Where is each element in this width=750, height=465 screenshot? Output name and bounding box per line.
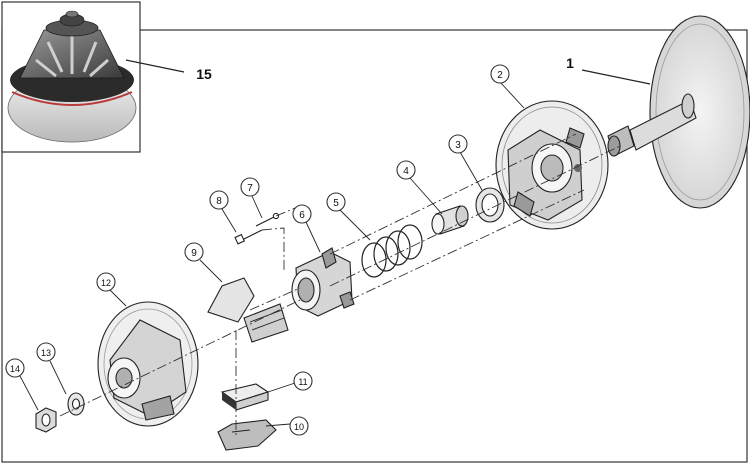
svg-text:13: 13 bbox=[41, 348, 51, 358]
callout-2: 2 bbox=[490, 64, 510, 84]
callouts: 1 2 3 4 5 6 7 8 bbox=[5, 55, 574, 436]
callout-11: 11 bbox=[293, 371, 313, 391]
svg-text:10: 10 bbox=[294, 422, 304, 432]
svg-text:1: 1 bbox=[566, 55, 574, 71]
callout-1: 1 bbox=[566, 55, 574, 71]
drawing-frame bbox=[1, 29, 748, 463]
svg-text:8: 8 bbox=[216, 196, 222, 207]
part-11-block bbox=[220, 383, 270, 411]
svg-text:14: 14 bbox=[10, 364, 20, 374]
part-8-bolt bbox=[234, 229, 263, 245]
callout-9: 9 bbox=[184, 242, 204, 262]
callout-13: 13 bbox=[36, 342, 56, 362]
callout-5: 5 bbox=[326, 192, 346, 212]
part-5-spring bbox=[361, 224, 423, 278]
part-1-fixed-sheave bbox=[607, 15, 750, 209]
svg-text:11: 11 bbox=[298, 377, 307, 387]
part-13-washer bbox=[67, 392, 85, 416]
part-9-weight bbox=[207, 277, 289, 343]
part-12-sheave bbox=[97, 301, 199, 427]
svg-text:3: 3 bbox=[455, 140, 461, 151]
leader-lines bbox=[19, 59, 651, 427]
svg-text:4: 4 bbox=[403, 166, 409, 177]
part-2-moveable-sheave bbox=[495, 100, 609, 230]
svg-text:15: 15 bbox=[196, 66, 212, 82]
inset-photo bbox=[1, 1, 141, 153]
part-7-bolt bbox=[255, 212, 280, 227]
part-6-spider bbox=[291, 247, 355, 317]
part-10-cover bbox=[217, 419, 277, 451]
svg-text:5: 5 bbox=[333, 198, 339, 209]
callout-8: 8 bbox=[209, 190, 229, 210]
svg-text:12: 12 bbox=[101, 278, 111, 288]
svg-text:2: 2 bbox=[497, 70, 503, 81]
callout-15: 15 bbox=[196, 66, 212, 82]
callout-4: 4 bbox=[396, 160, 416, 180]
part-14-nut bbox=[35, 407, 57, 433]
assembly-axis-lines bbox=[59, 133, 621, 438]
callout-7: 7 bbox=[240, 177, 260, 197]
svg-text:7: 7 bbox=[247, 183, 253, 194]
callout-10: 10 bbox=[289, 416, 309, 436]
part-3-ring bbox=[475, 187, 505, 223]
callout-3: 3 bbox=[448, 134, 468, 154]
callout-12: 12 bbox=[96, 272, 116, 292]
callout-14: 14 bbox=[5, 358, 25, 378]
part-4-bushing bbox=[431, 205, 469, 235]
svg-text:6: 6 bbox=[299, 210, 305, 221]
callout-6: 6 bbox=[292, 204, 312, 224]
svg-text:9: 9 bbox=[191, 248, 197, 259]
